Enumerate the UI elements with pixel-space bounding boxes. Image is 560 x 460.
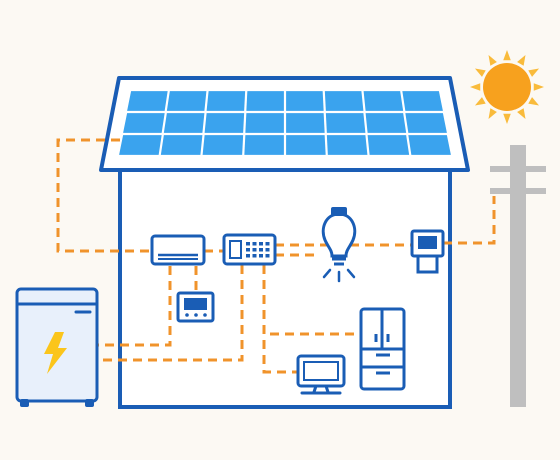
keypad-key: [246, 254, 250, 258]
sun-ray: [517, 108, 526, 120]
hems-controller-icon: [222, 233, 277, 266]
wire-hems-to-battery: [97, 265, 244, 362]
wire-hems-to-appliances: [262, 265, 362, 336]
sun-ray: [474, 68, 486, 77]
sun-icon: [470, 50, 544, 124]
sun-ray: [528, 97, 540, 106]
solar-cell: [286, 135, 326, 155]
energy-monitor-icon: [176, 291, 215, 323]
solar-cell: [245, 113, 284, 133]
solar-cell: [405, 113, 447, 133]
solar-cell: [367, 135, 410, 155]
solar-cell: [119, 135, 162, 155]
sun-ray: [528, 68, 540, 77]
refrigerator-icon: [359, 307, 406, 391]
sun-ray: [503, 113, 511, 124]
solar-cell: [246, 91, 284, 111]
sun-ray: [470, 83, 481, 91]
solar-cell: [204, 113, 245, 133]
keypad-key: [265, 248, 270, 252]
wire-conditioner-to-battery: [97, 266, 172, 347]
keypad-key: [252, 254, 257, 258]
wire-panel-to-conditioner: [56, 138, 152, 253]
solar-cell: [202, 135, 244, 155]
smart-meter-icon: [410, 229, 445, 274]
solar-cell: [324, 91, 364, 111]
sun-ray: [503, 50, 511, 61]
solar-cell: [127, 91, 168, 111]
storage-battery-icon: [15, 287, 99, 407]
solar-cell: [163, 113, 205, 133]
keypad-key: [246, 242, 250, 246]
solar-cell: [326, 135, 368, 155]
solar-cell: [166, 91, 207, 111]
solar-cell: [244, 135, 284, 155]
solar-cell: [123, 113, 165, 133]
keypad-key: [259, 242, 263, 246]
sun-disc: [483, 63, 531, 111]
solar-cell: [160, 135, 203, 155]
wiring: [56, 138, 496, 374]
solar-panel-icon: [119, 91, 451, 155]
sun-ray: [474, 97, 486, 106]
keypad-key: [259, 254, 263, 258]
solar-cell: [363, 91, 404, 111]
utility-pole-icon: [490, 145, 546, 407]
keypad-key: [246, 248, 250, 252]
keypad-key: [259, 248, 263, 252]
power-conditioner-icon: [150, 234, 206, 266]
solar-cell: [286, 113, 325, 133]
television-icon: [296, 354, 346, 395]
keypad-key: [252, 242, 257, 246]
keypad-key: [252, 248, 257, 252]
wire-meter-to-pole: [443, 196, 496, 245]
solar-cell: [286, 91, 324, 111]
solar-cell: [325, 113, 366, 133]
sun-ray: [488, 108, 497, 120]
wire-hems-to-tv: [262, 340, 298, 374]
keypad-key: [265, 254, 270, 258]
light-bulb-icon: [321, 207, 357, 283]
sun-ray: [517, 54, 526, 66]
sun-ray: [533, 83, 544, 91]
solar-cell: [408, 135, 451, 155]
keypad-key: [265, 242, 270, 246]
sun-ray: [488, 54, 497, 66]
solar-cell: [206, 91, 246, 111]
solar-cell: [402, 91, 443, 111]
solar-cell: [365, 113, 407, 133]
lightning-bolt-icon: [44, 332, 67, 374]
